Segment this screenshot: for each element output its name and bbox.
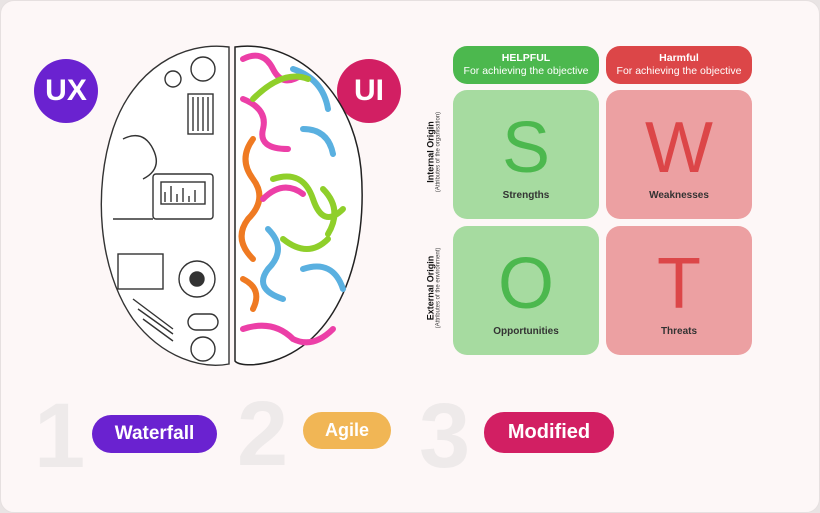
helpful-title: HELPFUL — [501, 52, 551, 64]
brain-illustration — [100, 45, 363, 366]
harmful-title: Harmful — [659, 52, 699, 64]
external-origin-title: External Origin — [425, 255, 436, 321]
helpful-header: HELPFUL For achieving the objective — [453, 46, 599, 84]
internal-origin-title: Internal Origin — [425, 121, 436, 183]
ux-badge: UX — [34, 59, 98, 123]
helpful-subtitle: For achieving the objective — [463, 65, 589, 77]
external-origin-subtitle: (Attributes of the environment) — [435, 247, 442, 329]
opportunities-letter: O — [497, 244, 554, 324]
ui-badge: UI — [337, 59, 401, 123]
strengths-label: Strengths — [502, 190, 550, 201]
weaknesses-letter: W — [645, 108, 713, 188]
harmful-subtitle: For achieving the objective — [616, 65, 742, 77]
swot-weaknesses: W Weaknesses — [606, 90, 752, 219]
external-origin-label: External Origin (Attributes of the envir… — [426, 224, 442, 353]
agile-pill: Agile — [303, 412, 391, 449]
modified-pill: Modified — [484, 412, 614, 453]
step-number-3: 3 — [419, 385, 471, 487]
threats-label: Threats — [660, 326, 698, 337]
step-number-2: 2 — [237, 383, 289, 485]
strengths-letter: S — [501, 108, 551, 188]
internal-origin-subtitle: (Attributes of the organisation) — [435, 111, 442, 193]
step-number-1: 1 — [34, 385, 86, 487]
swot-opportunities: O Opportunities — [453, 226, 599, 355]
internal-origin-label: Internal Origin (Attributes of the organ… — [426, 88, 442, 217]
colorful-right-brain — [234, 45, 363, 366]
opportunities-label: Opportunities — [493, 326, 559, 337]
swot-strengths: S Strengths — [453, 90, 599, 219]
threats-letter: T — [657, 244, 701, 324]
waterfall-pill: Waterfall — [92, 415, 217, 453]
harmful-header: Harmful For achieving the objective — [606, 46, 752, 84]
swot-threats: T Threats — [606, 226, 752, 355]
mechanical-left-brain — [100, 45, 230, 366]
weaknesses-label: Weaknesses — [649, 190, 709, 201]
